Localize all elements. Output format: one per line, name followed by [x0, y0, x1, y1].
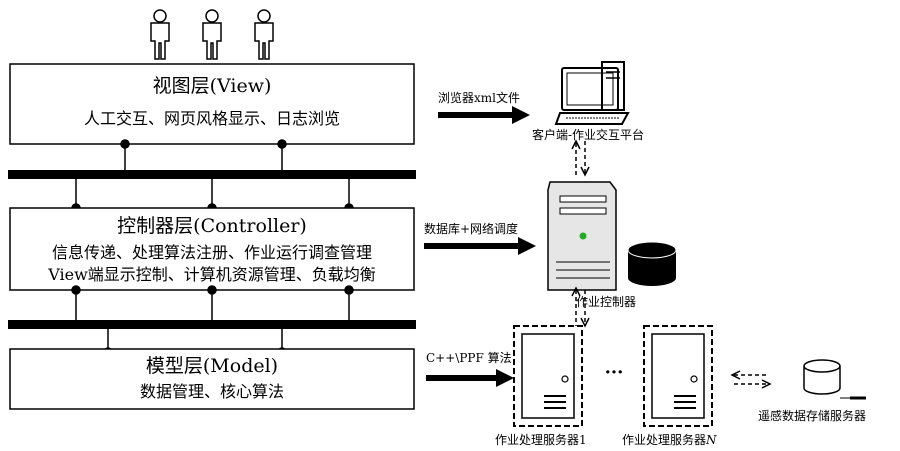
- view-arrow-label: 浏览器xml文件: [438, 90, 520, 105]
- controller-layer-desc-2: View端显示控制、计算机资源管理、负载均衡: [47, 265, 376, 284]
- processing-server-1-icon: [513, 325, 583, 427]
- controller-arrow: [424, 237, 536, 255]
- model-layer-title: 模型层(Model): [146, 355, 278, 377]
- view-arrow: [438, 106, 530, 124]
- controller-servers-link: [571, 286, 590, 328]
- view-layer-title: 视图层(View): [153, 75, 272, 97]
- controller-label: 作业控制器: [576, 295, 636, 309]
- servers-ellipsis: ···: [605, 362, 624, 383]
- controller-bus-connectors-bottom: [71, 285, 354, 320]
- model-arrow-label: C++\PPF 算法: [426, 350, 512, 365]
- model-layer-box: [9, 348, 415, 410]
- user-icon-3: [254, 9, 274, 60]
- client-label: 客户端-作业交互平台: [532, 127, 644, 142]
- model-arrow: [426, 369, 514, 387]
- processing-server-n-icon: [643, 325, 713, 427]
- controller-arrow-label: 数据库+网络调度: [424, 221, 518, 236]
- server-n-label: 作业处理服务器N: [622, 432, 717, 447]
- controller-bus-connectors-top: [71, 179, 354, 213]
- controller-server-icon: [547, 181, 617, 291]
- server-1-label: 作业处理服务器1: [495, 432, 587, 447]
- servers-storage-link: [730, 370, 772, 389]
- controller-layer-box: [9, 207, 415, 291]
- storage-label: 遥感数据存储服务器: [758, 408, 866, 423]
- view-layer-desc: 人工交互、网页风格显示、日志浏览: [84, 109, 340, 128]
- user-icon-1: [150, 9, 170, 60]
- storage-cylinder-icon: [803, 359, 841, 395]
- controller-layer-title: 控制器层(Controller): [117, 215, 307, 237]
- controller-layer-desc-1: 信息传递、处理算法注册、作业运行调查管理: [52, 243, 372, 262]
- user-icon-2: [202, 9, 222, 60]
- view-bus-connectors: [120, 139, 287, 170]
- model-layer-desc: 数据管理、核心算法: [140, 382, 284, 401]
- database-icon: [627, 241, 677, 286]
- bus-1: [8, 170, 416, 179]
- view-layer-box: [9, 63, 415, 145]
- client-controller-link: [571, 139, 590, 177]
- computer-icon: [554, 61, 630, 125]
- bus-2: [8, 320, 416, 329]
